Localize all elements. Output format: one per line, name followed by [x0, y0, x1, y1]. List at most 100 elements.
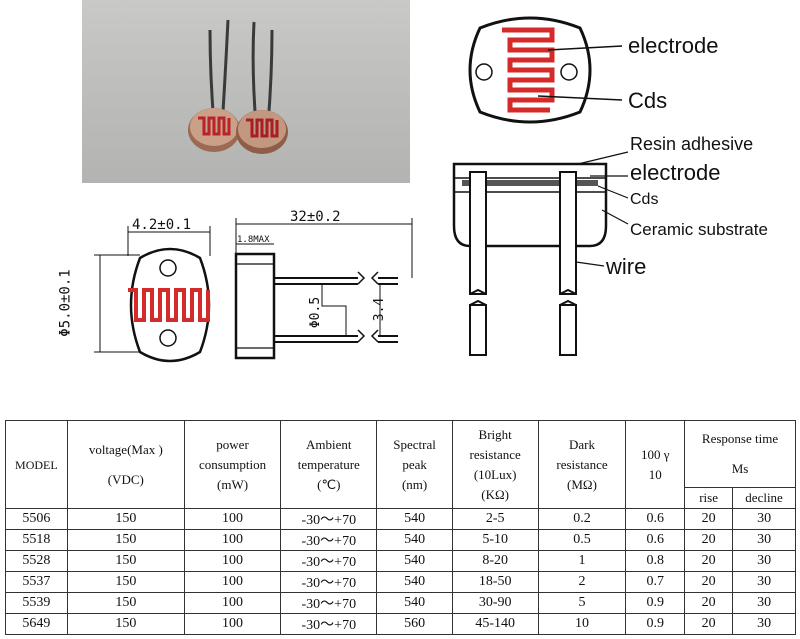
temperature-cell: -30～+70	[280, 550, 378, 572]
sensor-face-diagram	[468, 16, 623, 124]
spectral-peak-cell: 540	[376, 529, 453, 551]
voltage-cell: 150	[66, 508, 185, 530]
temperature-cell: -30～+70	[280, 508, 378, 530]
dark-resistance-cell: 1	[537, 550, 627, 572]
temperature-cell: -30～+70	[280, 592, 378, 614]
model-cell: 5528	[5, 550, 68, 572]
gamma-cell: 0.7	[625, 571, 686, 593]
dark-resistance-cell: 0.2	[537, 508, 627, 530]
voltage-cell: 150	[66, 550, 185, 572]
temperature-cell: -30～+70	[280, 529, 378, 551]
gamma-cell: 0.6	[625, 508, 686, 530]
table-header-row: MODEL voltage(Max ) (VDC) power consumpt…	[5, 420, 796, 509]
pin-spacing-dimension: 3.4	[372, 297, 388, 322]
dark-resistance-cell: 0.5	[537, 529, 627, 551]
table-subheader-row: rise decline	[6, 487, 796, 509]
bright-resistance-cell: 2-5	[451, 508, 539, 530]
decline-header: decline	[732, 487, 796, 509]
temperature-cell: -30～+70	[280, 571, 378, 593]
voltage-cell: 150	[66, 592, 185, 614]
bright-resistance-cell: 5-10	[451, 529, 539, 551]
spectral-peak-cell: 540	[376, 592, 453, 614]
height-max-dimension: 1.8MAX	[237, 235, 270, 245]
bright-resistance-cell: 18-50	[451, 571, 539, 593]
rise-cell: 20	[684, 592, 734, 614]
dark-resistance-cell: 2	[537, 571, 627, 593]
response-time-header: Response time Ms	[684, 420, 796, 488]
power-cell: 100	[183, 550, 282, 572]
spectral-peak-cell: 540	[376, 508, 453, 530]
gamma-cell: 0.9	[625, 592, 686, 614]
ceramic-substrate-label: Ceramic substrate	[630, 220, 768, 239]
decline-cell: 30	[732, 613, 796, 635]
cds-label-side: Cds	[630, 191, 659, 208]
wire-label: wire	[606, 254, 647, 279]
model-cell: 5518	[5, 529, 68, 551]
power-cell: 100	[183, 571, 282, 593]
temperature-header: Ambient temperature (℃)	[280, 420, 378, 509]
model-cell: 5506	[5, 508, 68, 530]
rise-cell: 20	[684, 571, 734, 593]
rise-cell: 20	[684, 613, 734, 635]
power-header: power consumption (mW)	[183, 420, 282, 509]
voltage-cell: 150	[66, 613, 185, 635]
voltage-header: voltage(Max ) (VDC)	[66, 420, 185, 509]
side-view-diagram	[234, 218, 413, 360]
model-cell: 5539	[5, 592, 68, 614]
bright-resistance-cell: 8-20	[451, 550, 539, 572]
electrode-label-top: electrode	[628, 33, 719, 58]
decline-cell: 30	[732, 571, 796, 593]
temperature-cell: -30～+70	[280, 613, 378, 635]
spectral-peak-header: Spectral peak (nm)	[376, 420, 453, 509]
width-dimension: 4.2±0.1	[132, 217, 192, 233]
spectral-peak-cell: 540	[376, 571, 453, 593]
power-cell: 100	[183, 508, 282, 530]
power-cell: 100	[183, 529, 282, 551]
bright-resistance-cell: 45-140	[451, 613, 539, 635]
decline-cell: 30	[732, 529, 796, 551]
model-header: MODEL	[5, 420, 68, 509]
length-dimension: 32±0.2	[290, 209, 341, 225]
voltage-cell: 150	[66, 529, 185, 551]
gamma-cell: 0.8	[625, 550, 686, 572]
rise-cell: 20	[684, 550, 734, 572]
decline-cell: 30	[732, 550, 796, 572]
dark-resistance-cell: 5	[537, 592, 627, 614]
spectral-peak-cell: 560	[376, 613, 453, 635]
spectral-peak-cell: 540	[376, 550, 453, 572]
dark-resistance-cell: 10	[537, 613, 627, 635]
resin-adhesive-label: Resin adhesive	[630, 134, 754, 154]
decline-cell: 30	[732, 592, 796, 614]
cds-label-top: Cds	[628, 88, 668, 113]
rise-header: rise	[684, 487, 734, 509]
cross-section-diagram	[452, 151, 629, 356]
rise-cell: 20	[684, 508, 734, 530]
photoresistor-photo-graphic	[188, 19, 288, 154]
power-cell: 100	[183, 592, 282, 614]
gamma-header: 100 γ 10	[625, 420, 686, 509]
product-photo	[82, 0, 410, 183]
front-view-diagram	[94, 226, 211, 363]
gamma-cell: 0.6	[625, 529, 686, 551]
electrode-label-side: electrode	[630, 160, 721, 185]
gamma-cell: 0.9	[625, 613, 686, 635]
voltage-cell: 150	[66, 571, 185, 593]
power-cell: 100	[183, 613, 282, 635]
spec-table: MODEL voltage(Max ) (VDC) power consumpt…	[5, 420, 796, 635]
decline-cell: 30	[732, 508, 796, 530]
diameter-dimension: Φ5.0±0.1	[57, 269, 74, 337]
bright-resistance-cell: 30-90	[451, 592, 539, 614]
bright-resistance-header: Bright resistance (10Lux) (KΩ)	[451, 420, 539, 509]
technical-drawings	[94, 16, 629, 363]
rise-cell: 20	[684, 529, 734, 551]
model-cell: 5537	[5, 571, 68, 593]
pin-diameter-dimension: Φ0.5	[308, 296, 324, 329]
model-cell: 5649	[5, 613, 68, 635]
